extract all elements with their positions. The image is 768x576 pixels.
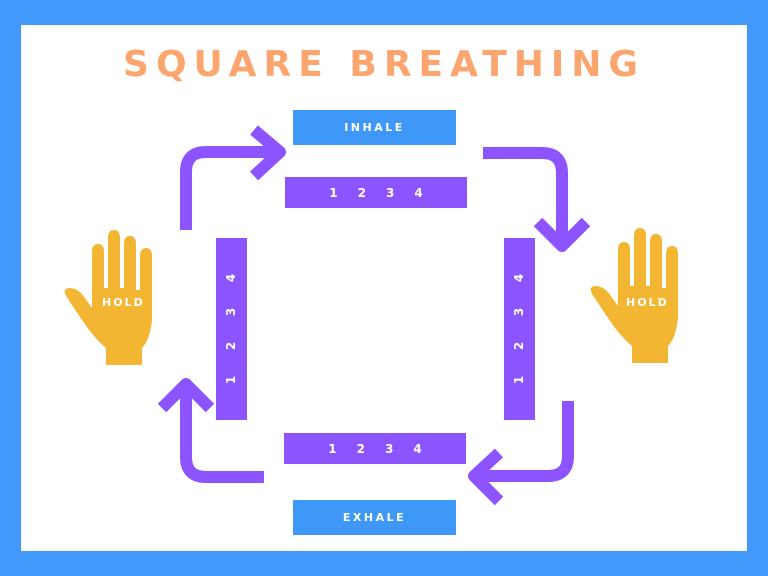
arrow-right-icon <box>180 146 280 230</box>
count-bar-top: 1 2 3 4 <box>285 177 467 208</box>
arrow-up-icon <box>180 385 264 483</box>
hand-left-icon <box>64 230 152 365</box>
exhale-label: EXHALE <box>293 500 456 535</box>
count-bar-right: 1 2 3 4 <box>504 238 535 420</box>
count-4: 4 <box>413 441 422 456</box>
hand-right-icon <box>590 228 678 363</box>
exhale-text: EXHALE <box>342 511 407 524</box>
inhale-text: INHALE <box>344 121 405 134</box>
count-3: 3 <box>386 185 395 200</box>
hold-left-label: HOLD <box>102 296 145 309</box>
count-bar-bottom: 1 2 3 4 <box>284 433 466 464</box>
count-1: 1 <box>328 441 337 456</box>
count-bar-left: 1 2 3 4 <box>216 238 247 420</box>
arrow-down-icon <box>483 147 568 245</box>
arrow-left-icon <box>474 401 574 482</box>
inhale-label: INHALE <box>293 110 456 145</box>
count-1: 1 <box>329 185 338 200</box>
page-title: SQUARE BREATHING <box>123 44 645 85</box>
count-4: 4 <box>414 185 423 200</box>
count-2: 2 <box>357 185 366 200</box>
hold-right-label: HOLD <box>626 296 669 309</box>
count-3: 3 <box>385 441 394 456</box>
count-2: 2 <box>356 441 365 456</box>
